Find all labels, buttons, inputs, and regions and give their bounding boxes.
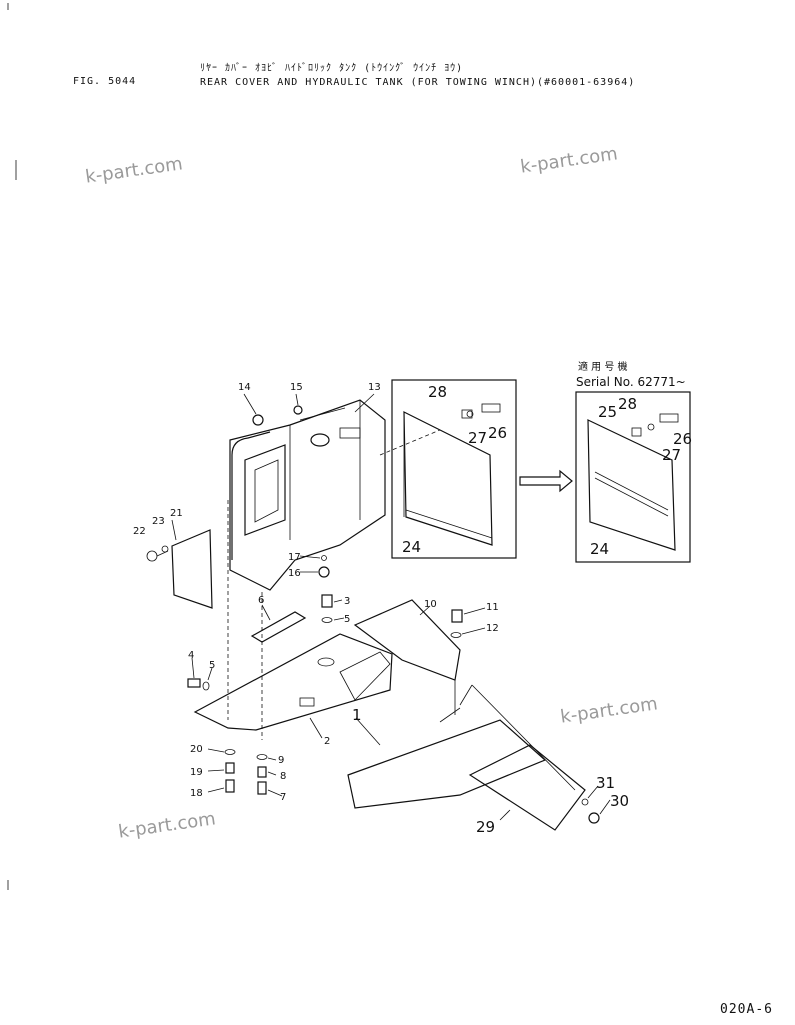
bracket <box>250 611 307 643</box>
callout-7: 7 <box>280 792 286 803</box>
callout-5: 5 <box>209 660 215 671</box>
callout-21: 21 <box>170 508 183 519</box>
callout-15: 15 <box>290 382 303 393</box>
page-code: 020A-6 <box>720 1002 773 1017</box>
callout-29: 29 <box>476 818 495 836</box>
callout-28: 28 <box>428 383 447 401</box>
callout-3: 3 <box>344 596 350 607</box>
arrow-icon <box>519 469 573 493</box>
callout-30: 30 <box>610 792 629 810</box>
serial-label-jp: 適 用 号 機 <box>578 360 628 373</box>
rear-cover <box>347 680 547 809</box>
callout-6: 6 <box>258 595 264 606</box>
callout-1: 1 <box>352 706 362 724</box>
callout-26: 26 <box>488 424 507 442</box>
leader-lines <box>171 393 611 821</box>
callout-18: 18 <box>190 788 203 799</box>
callout-31: 31 <box>596 774 615 792</box>
callouts: 1 2 3 4 5 5 6 7 8 9 10 11 12 13 14 15 16… <box>133 382 692 836</box>
callout-24: 24 <box>402 538 421 556</box>
callout-10: 10 <box>424 599 437 610</box>
callout-11: 11 <box>486 602 499 613</box>
callout-20: 20 <box>190 744 203 755</box>
callout-24: 24 <box>590 540 609 558</box>
callout-14: 14 <box>238 382 251 393</box>
callout-9: 9 <box>278 755 284 766</box>
callout-13: 13 <box>368 382 381 393</box>
title-japanese: ﾘﾔｰ ｶﾊﾞｰ ｵﾖﾋﾞ ﾊｲﾄﾞﾛﾘｯｸ ﾀﾝｸ (ﾄｳｲﾝｸﾞ ｳｲﾝﾁ … <box>200 63 464 74</box>
callout-26: 26 <box>673 430 692 448</box>
cover-detail-box-right: 適 用 号 機 Serial No. 62771~ <box>575 360 691 563</box>
callout-8: 8 <box>280 771 286 782</box>
callout-22: 22 <box>133 526 146 537</box>
cover-detail-box-left <box>379 379 517 559</box>
callout-28: 28 <box>618 395 637 413</box>
callout-23: 23 <box>152 516 165 527</box>
cover-plate-29 <box>459 684 586 831</box>
hydraulic-tank <box>227 399 386 720</box>
figure-number: FIG. 5044 <box>73 76 137 87</box>
callout-4: 4 <box>188 650 194 661</box>
title-english: REAR COVER AND HYDRAULIC TANK (FOR TOWIN… <box>200 77 636 88</box>
callout-2: 2 <box>324 736 330 747</box>
callout-19: 19 <box>190 767 203 778</box>
callout-17: 17 <box>288 552 301 563</box>
top-plate <box>353 599 461 681</box>
callout-27: 27 <box>468 429 487 447</box>
callout-25: 25 <box>598 403 617 421</box>
callout-5: 5 <box>344 614 350 625</box>
base-frame <box>193 592 393 740</box>
cover-plate <box>146 529 213 609</box>
callout-16: 16 <box>288 568 301 579</box>
callout-12: 12 <box>486 623 499 634</box>
callout-27: 27 <box>662 446 681 464</box>
serial-label-en: Serial No. 62771~ <box>576 375 686 389</box>
fasteners <box>187 405 600 824</box>
